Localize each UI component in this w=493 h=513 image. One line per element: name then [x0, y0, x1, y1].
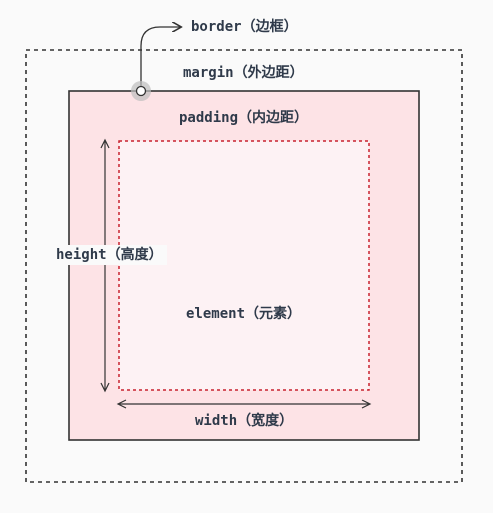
border-label: border（边框）	[191, 19, 298, 35]
margin-label: margin（外边距）	[183, 65, 304, 81]
margin-box	[25, 49, 463, 483]
border-pointer-line	[140, 27, 180, 91]
width-label: width（宽度）	[195, 413, 294, 429]
element-label: element（元素）	[186, 306, 302, 322]
width-arrow-left-head	[116, 399, 127, 409]
height-label: height（高度）	[52, 245, 167, 265]
width-arrow-right-head	[361, 399, 372, 409]
height-arrow-bottom-head	[100, 382, 110, 393]
height-arrow-top-head	[100, 138, 110, 149]
content-box	[118, 140, 370, 391]
border-pointer-dot	[135, 85, 147, 97]
padding-label: padding（内边距）	[179, 110, 309, 126]
